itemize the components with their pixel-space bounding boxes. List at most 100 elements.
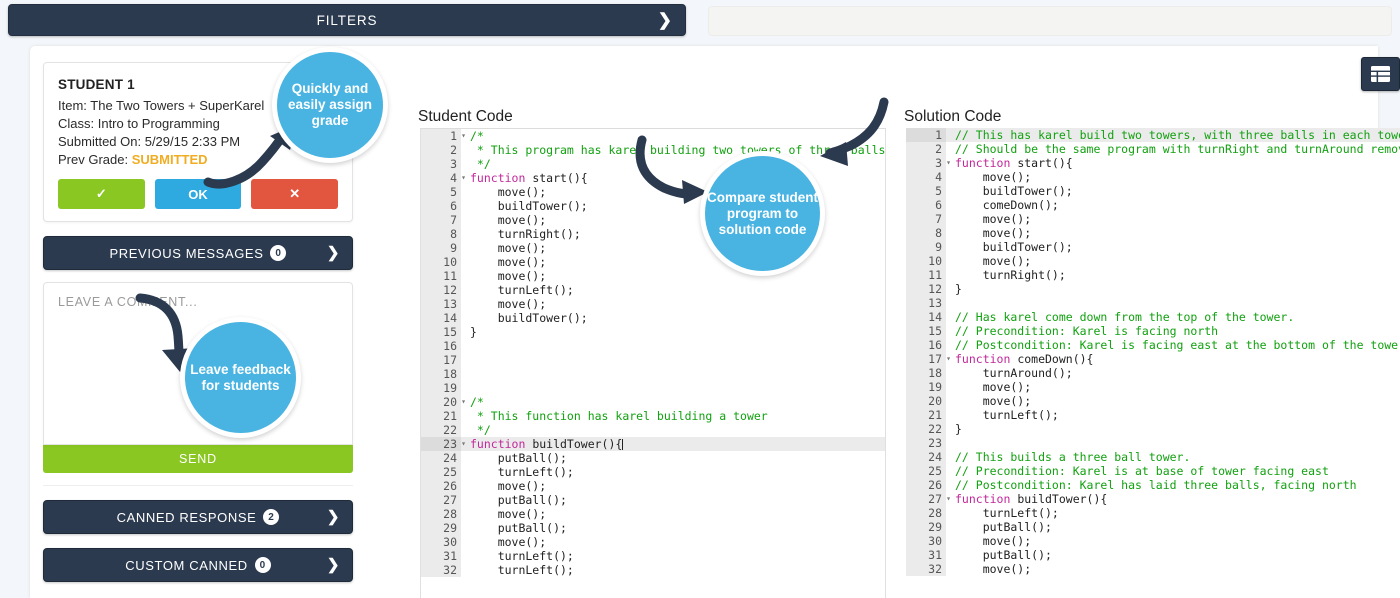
code-line[interactable]: 8 turnRight(); <box>421 227 885 241</box>
code-line[interactable]: 6 buildTower(); <box>421 199 885 213</box>
code-line[interactable]: 20▾/* <box>421 395 885 409</box>
code-line[interactable]: 24// This builds a three ball tower. <box>906 450 1400 464</box>
sidebar-item-previous-messages[interactable]: PREVIOUS MESSAGES 0 ❯ <box>43 236 353 270</box>
code-line[interactable]: 19 <box>421 381 885 395</box>
code-line[interactable]: 26 move(); <box>421 479 885 493</box>
fold-arrow-icon[interactable]: ▾ <box>461 173 466 182</box>
code-line[interactable]: 17 <box>421 353 885 367</box>
sidebar-item-custom-canned[interactable]: CUSTOM CANNED 0 ❯ <box>43 548 353 582</box>
code-line[interactable]: 13 move(); <box>421 297 885 311</box>
student-code-editor[interactable]: 1▾/*2 * This program has karel building … <box>420 128 886 598</box>
code-line[interactable]: 21 * This function has karel building a … <box>421 409 885 423</box>
code-line[interactable]: 8 move(); <box>906 226 1400 240</box>
code-line[interactable]: 9 buildTower(); <box>906 240 1400 254</box>
code-text: move(); <box>470 213 547 227</box>
code-line[interactable]: 3▾function start(){ <box>906 156 1400 170</box>
code-line[interactable]: 12} <box>906 282 1400 296</box>
code-line[interactable]: 17▾function comeDown(){ <box>906 352 1400 366</box>
code-line[interactable]: 30 move(); <box>906 534 1400 548</box>
code-line[interactable]: 3 */ <box>421 157 885 171</box>
send-button[interactable]: SEND <box>43 445 353 473</box>
code-line[interactable]: 25 turnLeft(); <box>421 465 885 479</box>
code-line[interactable]: 2// Should be the same program with turn… <box>906 142 1400 156</box>
code-line[interactable]: 5 buildTower(); <box>906 184 1400 198</box>
code-line[interactable]: 10 move(); <box>421 255 885 269</box>
code-line[interactable]: 20 move(); <box>906 394 1400 408</box>
code-line[interactable]: 23▾function buildTower(){ <box>421 437 885 451</box>
fold-arrow-icon[interactable]: ▾ <box>461 131 466 140</box>
code-line[interactable]: 10 move(); <box>906 254 1400 268</box>
code-line[interactable]: 1// This has karel build two towers, wit… <box>906 128 1400 142</box>
code-line[interactable]: 27 putBall(); <box>421 493 885 507</box>
reject-button[interactable]: ✕ <box>251 179 339 209</box>
fold-arrow-icon[interactable]: ▾ <box>946 158 951 167</box>
code-line[interactable]: 18 turnAround(); <box>906 366 1400 380</box>
code-line[interactable]: 24 putBall(); <box>421 451 885 465</box>
fold-arrow-icon[interactable]: ▾ <box>461 439 466 448</box>
code-text: */ <box>470 423 491 437</box>
code-text: move(); <box>470 255 547 269</box>
code-line[interactable]: 30 move(); <box>421 535 885 549</box>
code-line[interactable]: 5 move(); <box>421 185 885 199</box>
code-line[interactable]: 16// Postcondition: Karel is facing east… <box>906 338 1400 352</box>
fold-arrow-icon[interactable]: ▾ <box>461 397 466 406</box>
code-line[interactable]: 22 */ <box>421 423 885 437</box>
code-text: function start(){ <box>470 171 588 185</box>
code-line[interactable]: 7 move(); <box>421 213 885 227</box>
custom-canned-label: CUSTOM CANNED <box>125 557 248 573</box>
text-cursor <box>622 439 624 450</box>
code-line[interactable]: 11 turnRight(); <box>906 268 1400 282</box>
accept-button[interactable]: ✓ <box>58 179 145 209</box>
code-line[interactable]: 26// Postcondition: Karel has laid three… <box>906 478 1400 492</box>
code-line[interactable]: 25// Precondition: Karel is at base of t… <box>906 464 1400 478</box>
code-line[interactable]: 18 <box>421 367 885 381</box>
code-line[interactable]: 4▾function start(){ <box>421 171 885 185</box>
grid-view-button[interactable] <box>1361 57 1400 91</box>
code-line[interactable]: 9 move(); <box>421 241 885 255</box>
fold-arrow-icon[interactable]: ▾ <box>946 354 951 363</box>
code-line[interactable]: 23 <box>906 436 1400 450</box>
code-line[interactable]: 21 turnLeft(); <box>906 408 1400 422</box>
solution-code-editor[interactable]: 1// This has karel build two towers, wit… <box>906 128 1400 598</box>
code-line[interactable]: 7 move(); <box>906 212 1400 226</box>
code-line[interactable]: 1▾/* <box>421 129 885 143</box>
student-prev-grade: Prev Grade: SUBMITTED <box>58 151 338 169</box>
code-line[interactable]: 12 turnLeft(); <box>421 283 885 297</box>
code-line[interactable]: 28 move(); <box>421 507 885 521</box>
code-line[interactable]: 19 move(); <box>906 380 1400 394</box>
code-text: turnLeft(); <box>955 408 1059 422</box>
code-line[interactable]: 4 move(); <box>906 170 1400 184</box>
sidebar-item-canned-response[interactable]: CANNED RESPONSE 2 ❯ <box>43 500 353 534</box>
code-line[interactable]: 15// Precondition: Karel is facing north <box>906 324 1400 338</box>
fold-arrow-icon[interactable]: ▾ <box>946 494 951 503</box>
code-text: turnAround(); <box>955 366 1073 380</box>
code-text: buildTower(); <box>470 311 588 325</box>
code-text: move(); <box>470 241 547 255</box>
code-line[interactable]: 6 comeDown(); <box>906 198 1400 212</box>
code-line[interactable]: 32 turnLeft(); <box>421 563 885 577</box>
chevron-right-icon: ❯ <box>326 508 340 526</box>
top-right-panel[interactable] <box>708 6 1392 36</box>
code-line[interactable]: 16 <box>421 339 885 353</box>
line-number: 14 <box>421 311 461 325</box>
line-number: 25 <box>421 465 461 479</box>
code-text: putBall(); <box>470 493 567 507</box>
code-line[interactable]: 29 putBall(); <box>906 520 1400 534</box>
filters-bar[interactable]: FILTERS ❯ <box>8 4 686 36</box>
code-line[interactable]: 28 turnLeft(); <box>906 506 1400 520</box>
code-line[interactable]: 11 move(); <box>421 269 885 283</box>
code-line[interactable]: 31 turnLeft(); <box>421 549 885 563</box>
code-line[interactable]: 14 buildTower(); <box>421 311 885 325</box>
code-line[interactable]: 13 <box>906 296 1400 310</box>
line-number: 12 <box>906 282 946 296</box>
line-number: 4 <box>906 170 946 184</box>
code-line[interactable]: 32 move(); <box>906 562 1400 576</box>
code-line[interactable]: 29 putBall(); <box>421 521 885 535</box>
code-line[interactable]: 22} <box>906 422 1400 436</box>
line-number: 8 <box>421 227 461 241</box>
code-line[interactable]: 31 putBall(); <box>906 548 1400 562</box>
line-number: 29 <box>421 521 461 535</box>
code-line[interactable]: 14// Has karel come down from the top of… <box>906 310 1400 324</box>
code-line[interactable]: 15} <box>421 325 885 339</box>
code-line[interactable]: 27▾function buildTower(){ <box>906 492 1400 506</box>
